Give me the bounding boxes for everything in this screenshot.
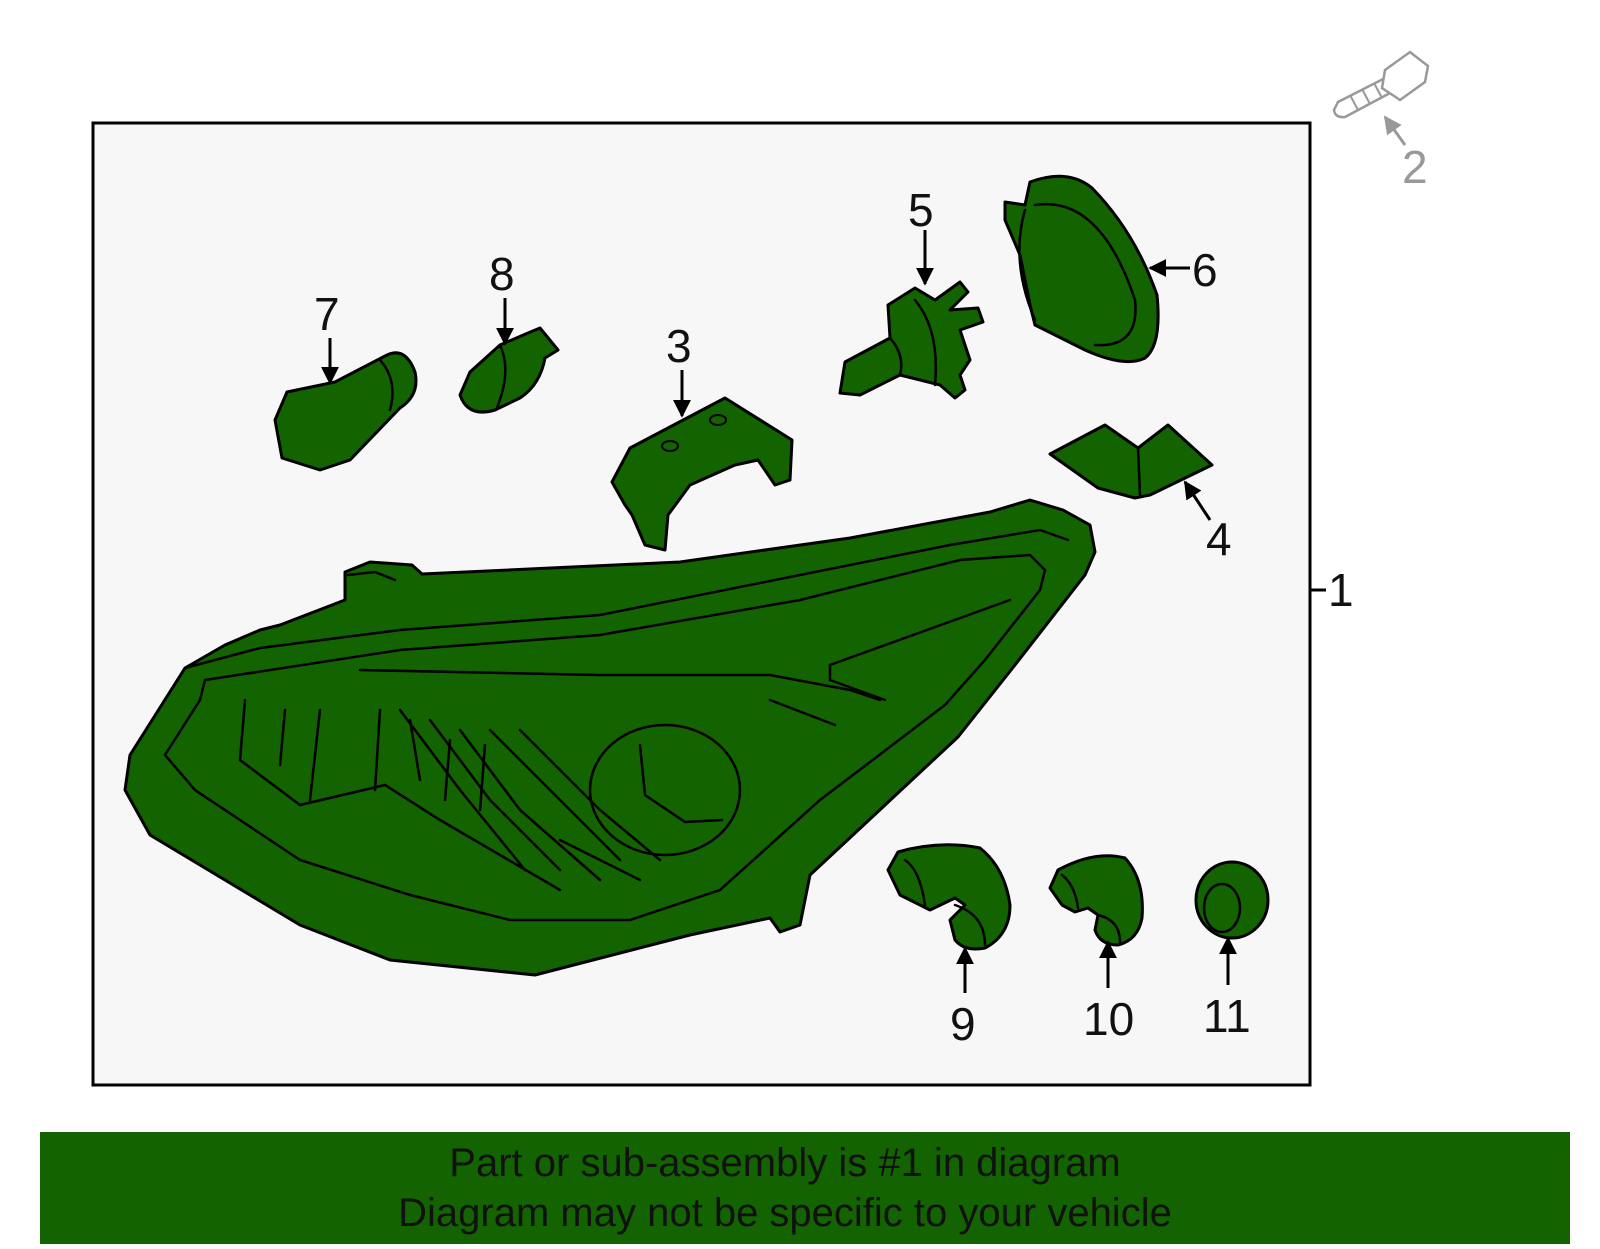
dust-cap-part-6 bbox=[1003, 174, 1160, 364]
clip-part-4 bbox=[1048, 423, 1214, 500]
headlamp-assembly-part-1 bbox=[123, 498, 1097, 977]
callout-1: 1 bbox=[1328, 564, 1354, 616]
bolt-part-2 bbox=[1332, 50, 1430, 119]
callout-8: 8 bbox=[489, 248, 515, 300]
socket-part-9 bbox=[886, 843, 1012, 951]
callout-6: 6 bbox=[1192, 244, 1218, 296]
bulb-part-5 bbox=[838, 280, 985, 400]
socket-part-10 bbox=[1048, 854, 1144, 947]
callout-5: 5 bbox=[908, 184, 934, 236]
callout-9: 9 bbox=[950, 998, 976, 1050]
callout-3: 3 bbox=[666, 320, 692, 372]
callout-7: 7 bbox=[314, 288, 340, 340]
callout-4: 4 bbox=[1206, 513, 1232, 565]
callout-2: 2 bbox=[1402, 141, 1428, 193]
disclaimer-banner: Part or sub-assembly is #1 in diagram Di… bbox=[40, 1132, 1570, 1244]
callout-10: 10 bbox=[1083, 993, 1134, 1045]
grommet-part-11 bbox=[1194, 860, 1270, 940]
leader-2 bbox=[1383, 115, 1407, 146]
bracket-part-3 bbox=[610, 396, 794, 552]
bulb-part-8 bbox=[458, 326, 560, 414]
banner-line-2: Diagram may not be specific to your vehi… bbox=[398, 1191, 1172, 1235]
callout-11: 11 bbox=[1203, 990, 1251, 1042]
bulb-part-7 bbox=[273, 351, 418, 472]
banner-line-1: Part or sub-assembly is #1 in diagram bbox=[449, 1141, 1121, 1185]
leader-4 bbox=[1183, 480, 1212, 521]
